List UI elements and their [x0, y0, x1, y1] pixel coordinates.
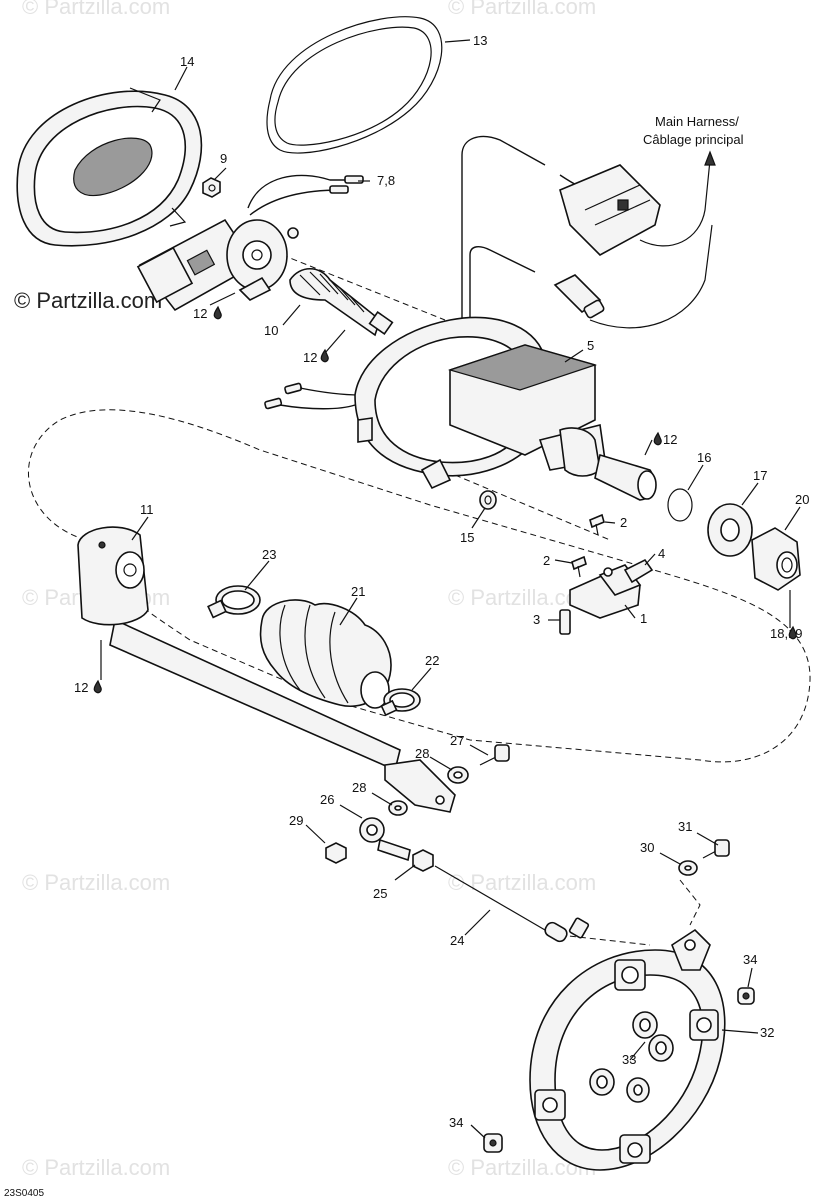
callout-21: 21 [351, 584, 365, 599]
callout-26: 26 [320, 792, 334, 807]
nut-part-25 [412, 849, 434, 872]
rod-end-part-26 [359, 817, 411, 862]
callout-3: 3 [533, 612, 540, 627]
screw-part-2 [589, 513, 605, 536]
main-harness-label: Main Harness/ Câblage principal [643, 114, 744, 147]
callout-12: 12 [74, 680, 88, 695]
callout-24: 24 [450, 933, 464, 948]
cover-part-14 [16, 87, 203, 247]
washer-part-28 [447, 766, 469, 784]
watermark: © Partzilla.com [448, 870, 596, 895]
oil-drop-icon [320, 348, 329, 363]
callout-18-19: 18,19 [770, 626, 803, 641]
callout-30: 30 [640, 840, 654, 855]
ring-housing-part-32 [529, 928, 726, 1171]
actuator-part-5 [354, 316, 657, 501]
callout-5: 5 [587, 338, 594, 353]
callout-7-8: 7,8 [377, 173, 395, 188]
watermark: © Partzilla.com [22, 870, 170, 895]
watermark: © Partzilla.com [448, 0, 596, 19]
callout-4: 4 [658, 546, 665, 561]
callout-9: 9 [220, 151, 227, 166]
nut-part-20 [751, 527, 801, 591]
wire-stubs [264, 382, 361, 410]
callout-34: 34 [449, 1115, 463, 1130]
watermark: © Partzilla.com [22, 1155, 170, 1180]
diagram-code: 23S0405 [4, 1188, 44, 1199]
callout-1: 1 [640, 611, 647, 626]
wire-leads-part-7-8 [247, 174, 364, 216]
washer-part-17 [707, 503, 753, 557]
washer-part-28b [388, 800, 408, 816]
clamp-part-22 [380, 688, 421, 717]
clevis-part-28 [384, 759, 456, 813]
callout-11: 11 [140, 502, 154, 517]
screw-part-27 [479, 744, 510, 766]
clamp-part-23 [207, 585, 261, 619]
callout-14: 14 [180, 54, 194, 69]
callout-34: 34 [743, 952, 757, 967]
callout-31: 31 [678, 819, 692, 834]
callout-16: 16 [697, 450, 711, 465]
watermark-primary: © Partzilla.com [14, 288, 162, 313]
harness-label-line1: Main Harness/ [655, 114, 739, 129]
clip-part-4 [623, 558, 654, 584]
cable-part-24 [434, 865, 590, 943]
leader-lines [100, 39, 801, 1139]
main-harness-wires [461, 135, 716, 370]
callout-12: 12 [663, 432, 677, 447]
boot-part-21 [259, 599, 392, 709]
tab-part-3 [559, 609, 571, 635]
callout-20: 20 [795, 492, 809, 507]
callout-23: 23 [262, 547, 276, 562]
callout-12: 12 [193, 306, 207, 321]
callout-10: 10 [264, 323, 278, 338]
callout-13: 13 [473, 33, 487, 48]
screw-part-2 [571, 555, 587, 578]
screw-part-34 [483, 1133, 503, 1153]
callout-17: 17 [753, 468, 767, 483]
nut-part-9 [202, 177, 221, 198]
o-ring-part-16 [667, 488, 693, 522]
oil-drop-icons [93, 305, 797, 694]
callout-29: 29 [289, 813, 303, 828]
oil-drop-icon [213, 305, 222, 320]
callout-12: 12 [303, 350, 317, 365]
callout-2: 2 [543, 553, 550, 568]
screw-part-34 [737, 987, 755, 1005]
washer-part-30 [678, 860, 698, 876]
callout-27: 27 [450, 733, 464, 748]
shaft-part-11 [77, 526, 401, 772]
callout-28: 28 [352, 780, 366, 795]
harness-label-line2: Câblage principal [643, 132, 744, 147]
screw-part-31 [702, 839, 730, 859]
callout-labels: 14 13 9 7,8 12 10 12 5 12 16 17 20 18,19… [74, 33, 809, 1130]
callout-33: 33 [622, 1052, 636, 1067]
callout-32: 32 [760, 1025, 774, 1040]
callout-25: 25 [373, 886, 387, 901]
grommet-part-15 [479, 490, 497, 510]
callout-2: 2 [620, 515, 627, 530]
callout-15: 15 [460, 530, 474, 545]
callout-22: 22 [425, 653, 439, 668]
callout-28: 28 [415, 746, 429, 761]
oil-drop-icon [788, 625, 797, 640]
bracket-part-1 [569, 564, 642, 619]
nut-part-29 [325, 842, 347, 864]
oil-drop-icon [93, 679, 102, 694]
oil-drop-icon [653, 431, 662, 446]
motor-assembly [136, 218, 299, 312]
watermark: © Partzilla.com [22, 0, 170, 19]
gasket-part-13 [266, 16, 443, 154]
bushing-part-33 [589, 1011, 674, 1103]
screw-part-10 [289, 267, 394, 337]
